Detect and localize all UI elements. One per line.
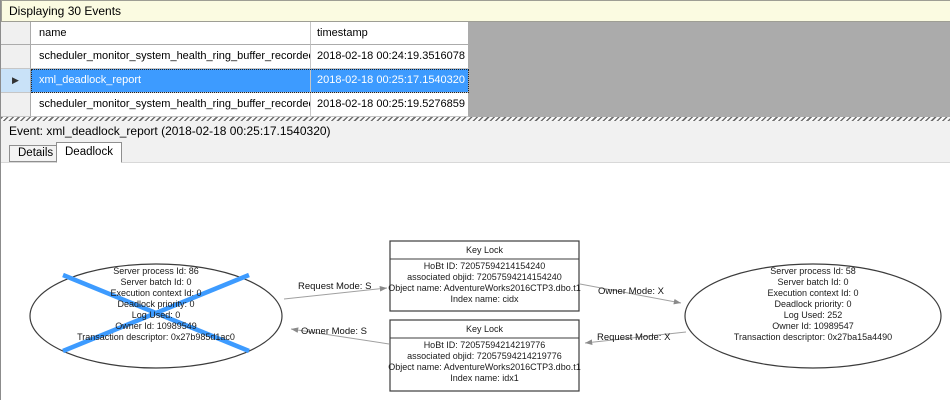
node-line: Transaction descriptor: 0x27ba15a4490 (733, 332, 893, 342)
event-caption: Event: xml_deadlock_report (2018-02-18 0… (9, 124, 331, 138)
node-line: associated objid: 72057594214219776 (407, 351, 562, 361)
edge-owner-s-arrow (290, 327, 390, 345)
event-name-cell[interactable]: scheduler_monitor_system_health_ring_buf… (31, 45, 311, 69)
node-line: Object name: AdventureWorks2016CTP3.dbo.… (388, 283, 581, 293)
table-row[interactable]: scheduler_monitor_system_health_ring_buf… (1, 45, 950, 69)
node-line: Deadlock priority: 0 (774, 299, 852, 309)
edge-owner-x-arrow (579, 283, 682, 305)
event-name-cell[interactable]: scheduler_monitor_system_health_ring_buf… (31, 93, 311, 117)
edge-request-x-arrow (584, 331, 687, 346)
edge-label-owner-x: Owner Mode: X (598, 286, 665, 297)
tab-details[interactable]: Details (9, 145, 63, 162)
grid-corner-cell (1, 22, 31, 45)
event-timestamp-cell[interactable]: 2018-02-18 00:24:19.3516078 (311, 45, 469, 69)
node-line: Log Used: 252 (783, 310, 843, 320)
node-line: Execution context Id: 0 (110, 288, 202, 298)
row-selector: ▶ (1, 69, 31, 93)
deadlock-graph-canvas: Request Mode: S Owner Mode: S Owner Mode… (29, 240, 942, 392)
grid-detail-splitter[interactable] (1, 117, 950, 121)
node-line: Execution context Id: 0 (767, 288, 859, 298)
column-header-name[interactable]: name (31, 22, 311, 45)
current-row-arrow-icon: ▶ (12, 75, 19, 85)
victim-process-details: Server process Id: 86 Server batch Id: 0… (36, 266, 276, 343)
top-resource-title-wrap: Key Lock (391, 243, 578, 257)
node-line: Server batch Id: 0 (777, 277, 849, 287)
tab-deadlock[interactable]: Deadlock (56, 142, 122, 163)
detail-tab-strip: Details Deadlock (1, 141, 950, 163)
node-line: HoBt ID: 72057594214219776 (423, 340, 546, 350)
node-line: Index name: idx1 (450, 373, 519, 383)
event-caption-bar: Event: xml_deadlock_report (2018-02-18 0… (1, 121, 950, 141)
node-line: Owner Id: 10989549 (115, 321, 197, 331)
node-line: Server batch Id: 0 (120, 277, 192, 287)
events-grid[interactable]: name timestamp scheduler_monitor_system_… (1, 22, 950, 117)
node-line: Log Used: 0 (131, 310, 181, 320)
grid-header-row: name timestamp (1, 22, 950, 45)
bottom-resource-details: HoBt ID: 72057594214219776 associated ob… (382, 340, 587, 384)
event-timestamp-cell[interactable]: 2018-02-18 00:25:19.5276859 (311, 93, 469, 117)
bottom-resource-title: Key Lock (465, 324, 504, 334)
resource-node-bottom[interactable] (389, 319, 580, 392)
edge-label-request-s: Request Mode: S (298, 281, 371, 292)
node-line: Index name: cidx (450, 294, 519, 304)
survivor-process-details: Server process Id: 58 Server batch Id: 0… (688, 266, 938, 343)
process-node-survivor[interactable] (684, 263, 942, 369)
bottom-resource-title-wrap: Key Lock (391, 322, 578, 336)
node-line: Deadlock priority: 0 (117, 299, 195, 309)
event-name-cell[interactable]: xml_deadlock_report (31, 69, 311, 93)
event-timestamp-cell[interactable]: 2018-02-18 00:25:17.1540320 (311, 69, 469, 93)
edge-label-request-x: Request Mode: X (597, 332, 671, 343)
row-selector[interactable] (1, 45, 31, 69)
events-count-bar: Displaying 30 Events (1, 0, 950, 22)
node-line: Owner Id: 10989547 (772, 321, 854, 331)
table-row[interactable]: scheduler_monitor_system_health_ring_buf… (1, 93, 950, 117)
node-line: Transaction descriptor: 0x27b985d1ac0 (77, 332, 235, 342)
node-line: HoBt ID: 72057594214154240 (423, 261, 546, 271)
node-line: associated objid: 72057594214154240 (407, 272, 562, 282)
resource-node-top[interactable] (389, 240, 580, 312)
edge-request-s-arrow (283, 285, 388, 300)
node-line: Server process Id: 86 (113, 266, 199, 276)
victim-cross-icon (62, 272, 250, 354)
node-line: Object name: AdventureWorks2016CTP3.dbo.… (388, 362, 581, 372)
top-resource-title: Key Lock (465, 245, 504, 255)
top-resource-details: HoBt ID: 72057594214154240 associated ob… (382, 261, 587, 305)
column-header-timestamp[interactable]: timestamp (311, 22, 469, 45)
row-selector[interactable] (1, 93, 31, 117)
events-count-label: Displaying 30 Events (9, 4, 122, 18)
deadlock-graph-panel: Request Mode: S Owner Mode: S Owner Mode… (1, 162, 950, 400)
edge-label-owner-s: Owner Mode: S (301, 326, 367, 337)
process-node-victim[interactable] (29, 263, 283, 369)
node-line: Server process Id: 58 (770, 266, 856, 276)
table-row-selected[interactable]: ▶ xml_deadlock_report 2018-02-18 00:25:1… (1, 69, 950, 93)
